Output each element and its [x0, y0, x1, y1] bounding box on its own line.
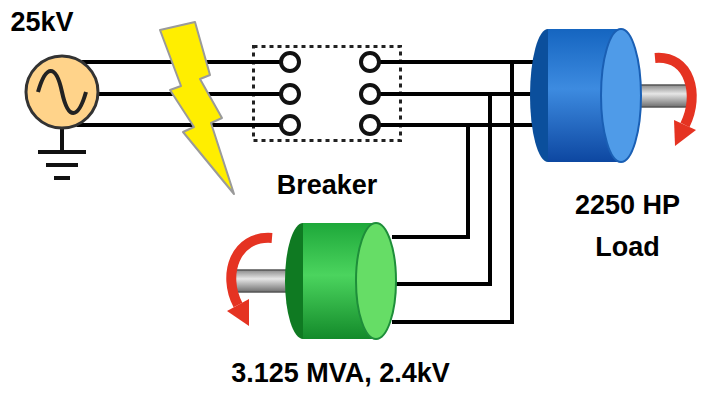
phase-wire: [82, 60, 252, 64]
three-phase-line: [76, 62, 252, 125]
node-label: 25kV: [10, 7, 73, 38]
lightning-bolt: [160, 22, 234, 194]
ground-symbol: [38, 128, 86, 178]
ac-source: 25kV: [24, 54, 100, 130]
phase-wire: [392, 125, 468, 237]
node-label: 2250 HP Load: [553, 185, 703, 269]
phase-wire: [76, 123, 252, 127]
phase-wire: [392, 62, 512, 322]
induction-motor: 2250 HP Load: [528, 28, 643, 163]
induction-motor-outline: [528, 28, 643, 163]
node-label: Breaker: [277, 170, 378, 201]
synchronous-generator-outline: [283, 222, 398, 340]
rotation-arrow: [655, 58, 696, 146]
node-label: 3.125 MVA, 2.4kV: [231, 358, 450, 389]
breaker-box: Breaker: [252, 45, 402, 142]
phase-wire: [392, 94, 490, 284]
ac-source-outline: [24, 54, 100, 130]
three-phase-line: [392, 62, 512, 322]
rotation-arrow: [227, 238, 272, 326]
synchronous-generator: 3.125 MVA, 2.4kV: [283, 222, 398, 340]
breaker-box-outline: [252, 45, 402, 142]
